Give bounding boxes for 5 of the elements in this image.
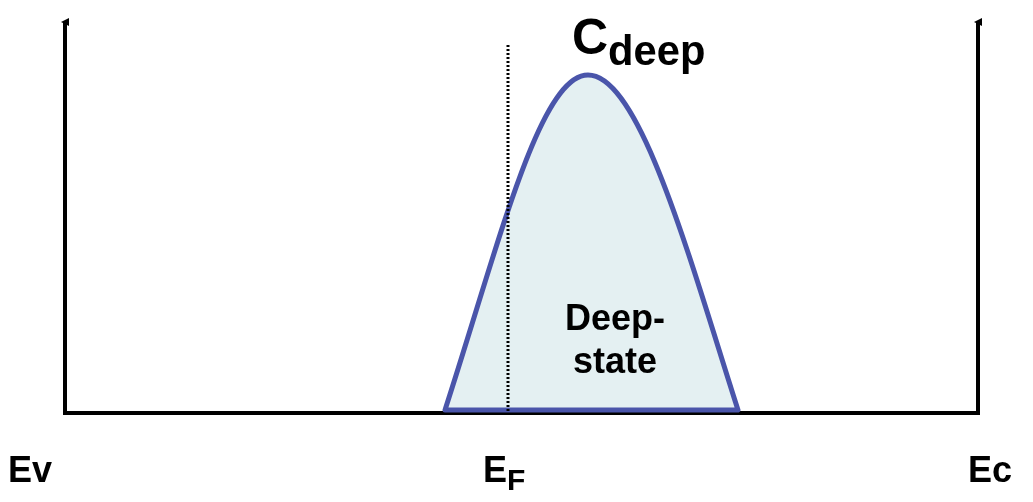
axis-label: E$_{F}$ xyxy=(483,452,526,496)
axis-label: Ec xyxy=(968,452,1013,488)
axis-label: Ev xyxy=(8,452,53,488)
region-label: Deep-state xyxy=(564,296,666,383)
curve-label: C$_{deep}$ xyxy=(572,12,706,72)
